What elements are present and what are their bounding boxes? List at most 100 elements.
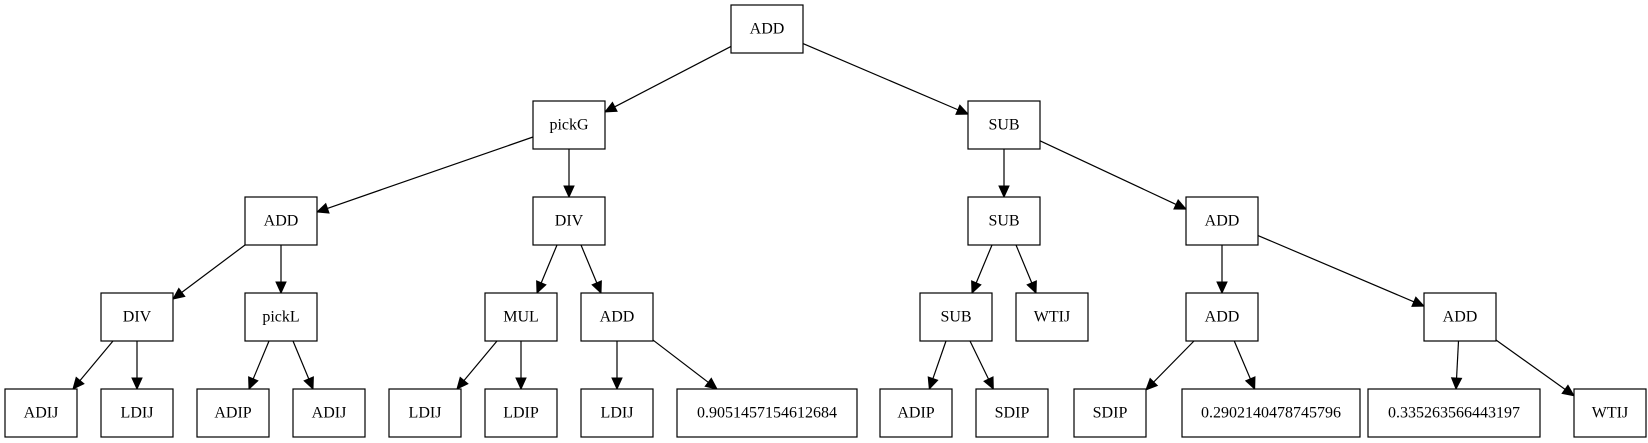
node-label: SUB [988,117,1019,134]
arrowhead-n6-n12 [971,280,982,295]
node-label: DIV [123,309,152,326]
edge-n3-n7 [1039,140,1177,205]
edge-n14-n26 [1153,340,1195,383]
node-box [580,292,654,342]
arrowhead-n12-n24 [927,376,939,391]
node-box [484,292,558,342]
arrowhead-n2-n4 [315,202,330,214]
node-box [967,196,1041,246]
edges-layer [72,43,1575,397]
node-label: ADD [1205,309,1240,326]
edge-n15-n28 [1455,340,1460,379]
node-label: 0.2902140478745796 [1201,405,1341,422]
edge-n9-n19 [292,340,310,380]
arrowhead-n3-n7 [1173,199,1188,210]
node-adij: ADIJ [292,388,366,438]
edge-n7-n15 [1257,234,1415,303]
node-div: DIV [532,196,606,246]
node-label: SDIP [995,405,1030,422]
node-label: pickL [262,309,299,326]
node-label: ADD [1205,213,1240,230]
edge-n15-n29 [1495,339,1566,390]
node-box [4,388,78,438]
arrowhead-n7-n15 [1411,296,1426,307]
node-sdip: SDIP [1073,388,1147,438]
edge-n8-n16 [79,340,114,381]
arrowhead-n15-n28 [1450,377,1463,391]
node-sdip: SDIP [975,388,1049,438]
node-add: ADD [1185,196,1259,246]
node-box [1573,388,1647,438]
node-box [919,292,993,342]
node-box [244,196,318,246]
node-box [967,100,1041,150]
edge-n9-n18 [252,340,270,380]
edge-n5-n11 [580,244,598,284]
node-0-2902140478745796: 0.2902140478745796 [1181,388,1361,438]
node-wtij: WTIJ [1015,292,1089,342]
node-label: ADIJ [312,405,347,422]
edge-n5-n10 [540,244,558,284]
node-label: WTIJ [1592,405,1628,422]
arrowhead-n15-n29 [1561,384,1575,397]
node-box [1073,388,1147,438]
node-label: pickG [549,117,589,134]
node-box [975,388,1049,438]
node-mul: MUL [484,292,558,342]
arrowhead-n5-n11 [591,280,602,295]
node-label: SDIP [1093,405,1128,422]
arrowhead-n1-n2 [603,101,618,113]
node-label: DIV [555,213,584,230]
node-box [1367,388,1541,438]
arrowhead-n10-n20 [456,376,469,390]
node-add: ADD [580,292,654,342]
arrowhead-n2-n5 [563,185,575,199]
edge-n1-n3 [802,43,959,111]
arrowhead-n9-n19 [303,376,314,391]
arrowhead-n8-n16 [72,376,85,390]
edge-n2-n4 [327,136,534,209]
node-label: LDIJ [121,405,154,422]
node-pickl: pickL [244,292,318,342]
node-add: ADD [244,196,318,246]
node-label: ADIP [897,405,934,422]
node-label: ADD [264,213,299,230]
edge-n6-n12 [975,244,993,284]
node-label: 0.335263566443197 [1388,405,1520,422]
edge-n4-n8 [181,244,246,293]
node-box [196,388,270,438]
arrowhead-n6-n13 [1026,280,1037,295]
edge-n12-n25 [969,340,990,380]
node-label: LDIJ [601,405,634,422]
node-sub: SUB [967,196,1041,246]
node-label: ADD [1443,309,1478,326]
arrowhead-n10-n21 [515,377,527,391]
node-add: ADD [730,4,804,54]
node-label: LDIP [503,405,539,422]
arrowhead-n8-n17 [131,377,143,391]
node-ldij: LDIJ [580,388,654,438]
node-box [100,292,174,342]
node-add: ADD [1185,292,1259,342]
node-label: LDIJ [409,405,442,422]
node-box [532,100,606,150]
node-box [292,388,366,438]
arrowhead-n3-n6 [998,185,1010,199]
node-box [244,292,318,342]
node-adip: ADIP [879,388,953,438]
node-label: ADIP [214,405,251,422]
arrowhead-n1-n3 [955,104,970,115]
edge-n11-n23 [652,339,709,383]
node-box [532,196,606,246]
node-box [580,388,654,438]
node-box [676,388,858,438]
node-div: DIV [100,292,174,342]
nodes-layer: ADD pickG SUB ADD DIV SUB ADD DIV pickL MUL ADD SUB… [4,4,1647,438]
node-label: ADD [750,21,785,38]
edge-n10-n20 [463,340,498,381]
arrowhead-n5-n10 [536,280,547,295]
node-0-335263566443197: 0.335263566443197 [1367,388,1541,438]
arrowhead-n11-n23 [704,377,718,390]
node-label: SUB [940,309,971,326]
